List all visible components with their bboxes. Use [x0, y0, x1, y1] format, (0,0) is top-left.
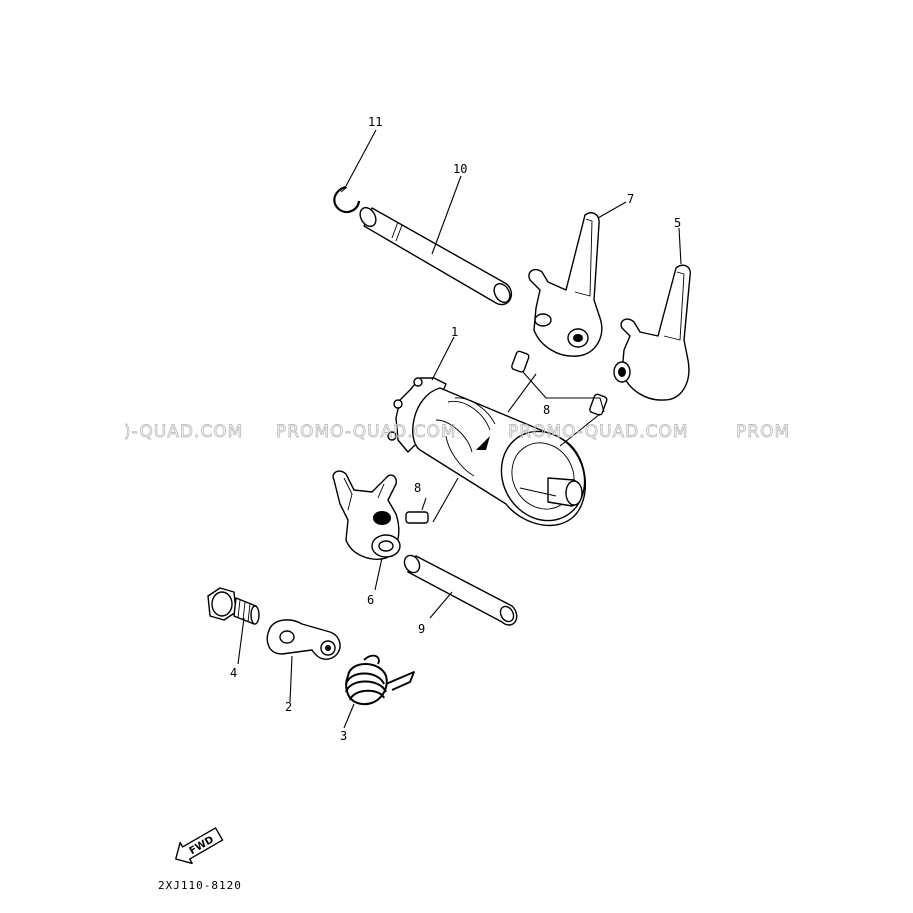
callout-7: 7: [627, 192, 634, 206]
shift-fork-part-7: [528, 212, 603, 357]
callout-labels: 11 10 7 5 1 8 8 6 9 4 2 3: [230, 115, 681, 743]
callout-11: 11: [368, 115, 382, 129]
stopper-lever-part-2: [266, 619, 341, 660]
diagram-code: 2XJ110-8120: [158, 879, 242, 892]
callout-6: 6: [367, 593, 374, 607]
watermark: )-QUAD.COM PROMO-QUAD.COM PROMO-QUAD.COM…: [124, 422, 790, 443]
callout-1: 1: [451, 325, 458, 339]
watermark-text-2: PROMO-QUAD.COM: [276, 422, 457, 442]
torsion-spring-part-3: [345, 654, 415, 706]
watermark-text-4: PROM: [736, 422, 790, 442]
fwd-arrow-icon: FWD: [175, 827, 224, 865]
callout-8-lower: 8: [414, 481, 421, 495]
guide-pins-part-8: [405, 350, 608, 524]
callout-2: 2: [285, 700, 292, 714]
callout-5: 5: [674, 216, 681, 230]
callout-10: 10: [453, 162, 467, 176]
leader-lines: [237, 129, 682, 729]
callout-4: 4: [230, 666, 237, 680]
watermark-text-1: )-QUAD.COM: [124, 422, 243, 442]
shift-fork-part-5: [613, 264, 691, 401]
guide-bar-part-10: [359, 206, 513, 306]
circlip-part-11: [333, 185, 361, 214]
shift-cam-part-1: [387, 377, 586, 527]
callout-8-upper: 8: [543, 403, 550, 417]
watermark-text-3: PROMO-QUAD.COM: [508, 422, 689, 442]
callout-9: 9: [418, 622, 425, 636]
shift-fork-part-6: [332, 470, 401, 560]
bolt-part-4: [207, 587, 260, 625]
callout-3: 3: [340, 729, 347, 743]
guide-bar-part-9: [403, 554, 518, 626]
